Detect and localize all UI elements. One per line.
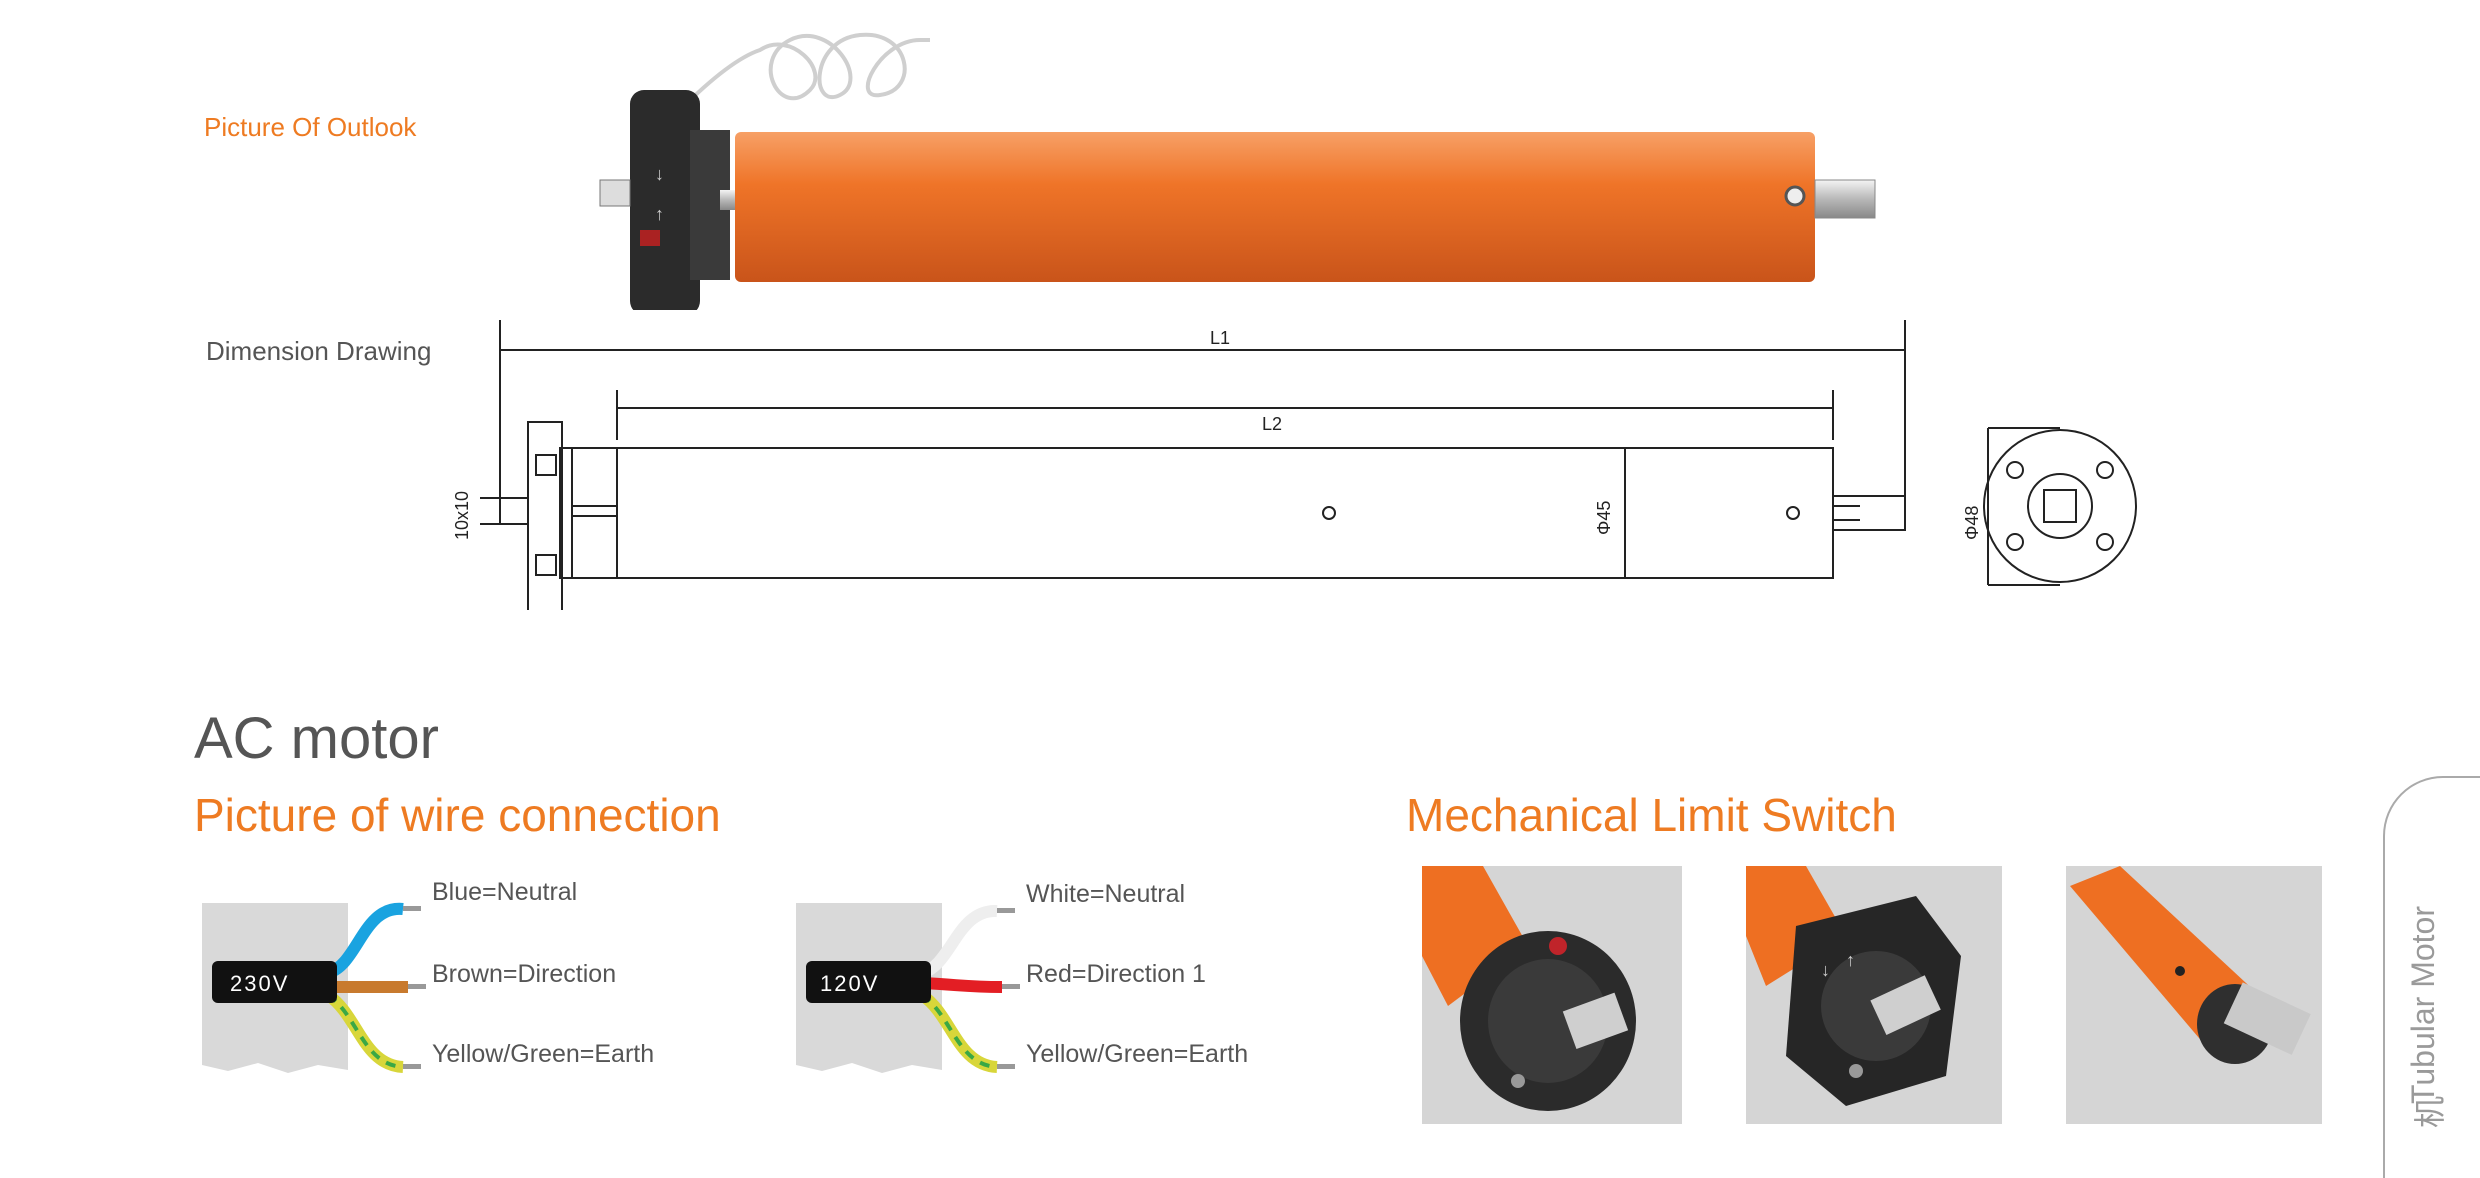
wire-120v-line-3: Yellow/Green=Earth xyxy=(1026,1040,1249,1068)
dim-shaft: 10x10 xyxy=(452,491,472,540)
dimension-drawing: L1 L2 10x10 Φ45 Φ48 xyxy=(452,320,2137,610)
wire-230v-line-3: Yellow/Green=Earth xyxy=(432,1040,655,1068)
wire-diagram-230v: 230V xyxy=(202,902,426,1073)
svg-text:↓: ↓ xyxy=(1821,960,1830,980)
side-tab xyxy=(2383,776,2480,1178)
wire-120v-line-1: White=Neutral xyxy=(1026,880,1186,908)
limit-switch-photo-3 xyxy=(2066,866,2322,1124)
wire-diagram-120v: 120V xyxy=(796,903,1020,1073)
motor-outlook-image: ↓ ↑ xyxy=(599,32,1876,310)
outlook-label: Picture Of Outlook xyxy=(204,112,417,142)
wire-connection-title: Picture of wire connection xyxy=(194,789,721,841)
side-tab-label: Tubular Motor xyxy=(2405,906,2441,1104)
limit-switch-photo-1 xyxy=(1422,866,1682,1124)
svg-text:↓: ↓ xyxy=(655,164,664,184)
limit-switch-photo-2: ↓ ↑ xyxy=(1746,866,2002,1124)
side-tab-cjk: 机 xyxy=(2411,1095,2449,1128)
voltage-120v-label: 120V xyxy=(820,971,879,996)
limit-switch-title: Mechanical Limit Switch xyxy=(1406,789,1897,841)
svg-text:↑: ↑ xyxy=(655,204,664,224)
voltage-230v-label: 230V xyxy=(230,971,289,996)
wire-120v-line-2: Red=Direction 1 xyxy=(1026,960,1206,988)
wire-230v-line-1: Blue=Neutral xyxy=(432,878,578,906)
dimension-label: Dimension Drawing xyxy=(206,336,432,366)
svg-text:↑: ↑ xyxy=(1846,950,1855,970)
dim-L2: L2 xyxy=(1262,414,1282,434)
dim-head-diameter: Φ48 xyxy=(1962,506,1982,540)
wire-230v-line-2: Brown=Direction xyxy=(432,960,617,988)
section-title: AC motor xyxy=(194,706,439,771)
dim-tube-diameter: Φ45 xyxy=(1594,501,1614,535)
dim-L1: L1 xyxy=(1210,328,1230,348)
